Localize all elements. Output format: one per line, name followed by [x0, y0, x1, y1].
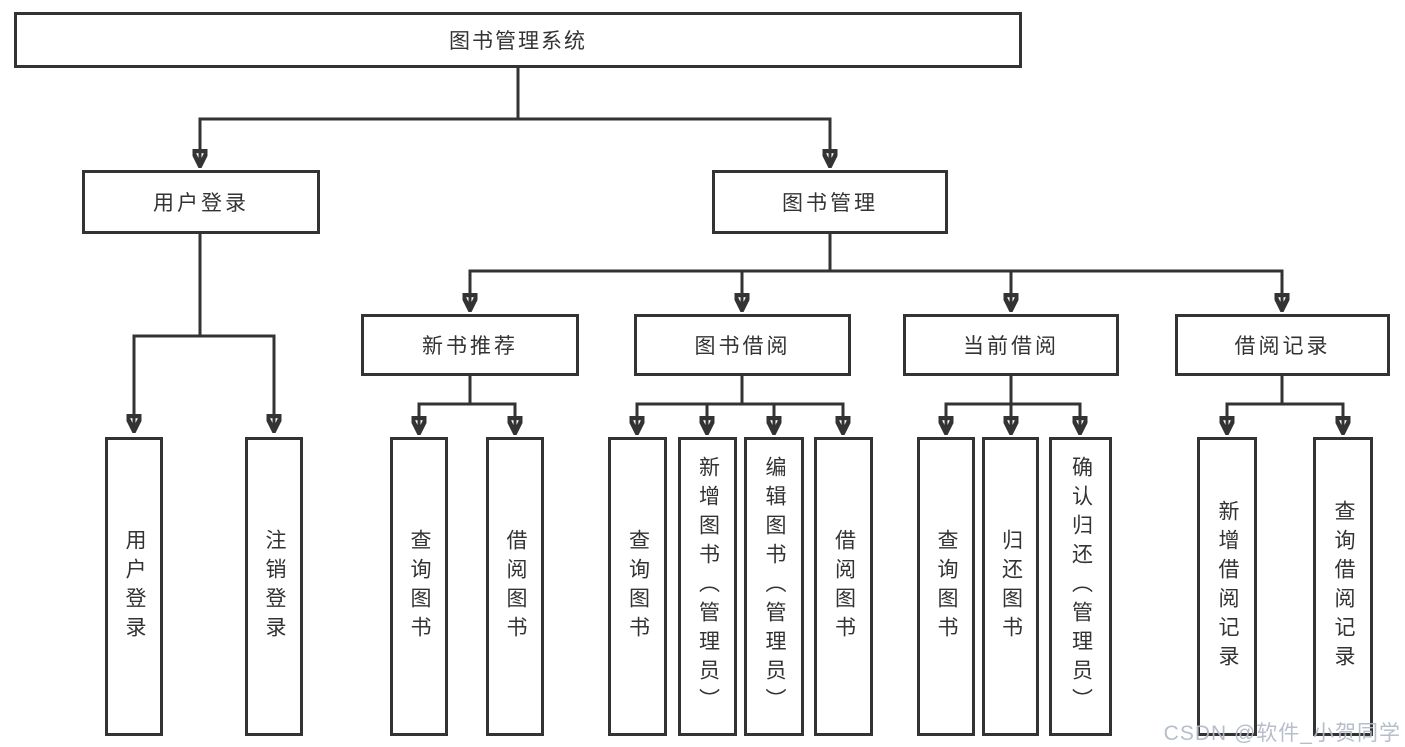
leaf-label: 查询借阅记录 [1332, 499, 1355, 674]
leaf-label: 查询图书 [408, 528, 431, 645]
node-current-borrowing: 当前借阅 [903, 314, 1119, 376]
leaf-label: 借阅图书 [504, 528, 527, 645]
leaf-add-books-admin: 新增图书（管理员） [678, 437, 737, 736]
leaf-return-books: 归还图书 [982, 437, 1039, 736]
leaf-borrow-books-borrowing: 借阅图书 [814, 437, 873, 736]
leaf-edit-books-admin: 编辑图书（管理员） [744, 437, 804, 736]
leaf-add-borrow-record: 新增借阅记录 [1197, 437, 1257, 736]
leaf-label: 借阅图书 [832, 528, 856, 645]
leaf-confirm-return-admin: 确认归还（管理员） [1049, 437, 1112, 736]
leaf-label: 确认归还（管理员） [1069, 456, 1093, 717]
node-label: 借阅记录 [1234, 335, 1331, 358]
leaf-label: 归还图书 [999, 528, 1023, 645]
leaf-logout: 注销登录 [245, 437, 303, 736]
leaf-query-books-borrowing: 查询图书 [608, 437, 667, 736]
csdn-watermark: CSDN @软件_小贺同学 [1163, 722, 1401, 745]
node-label: 当前借阅 [963, 335, 1059, 358]
node-new-book-recommend: 新书推荐 [361, 314, 579, 376]
leaf-label: 新增图书（管理员） [696, 456, 720, 717]
leaf-query-borrow-record: 查询借阅记录 [1313, 437, 1373, 736]
node-label: 新书推荐 [422, 335, 518, 358]
leaf-user-login: 用户登录 [105, 437, 163, 736]
node-label: 图书借阅 [694, 335, 791, 358]
leaf-label: 注销登录 [263, 528, 286, 645]
leaf-label: 编辑图书（管理员） [763, 456, 786, 717]
node-borrowing-records: 借阅记录 [1175, 314, 1390, 376]
leaf-borrow-books-recommend: 借阅图书 [486, 437, 544, 736]
node-label: 图书管理系统 [449, 30, 587, 53]
leaf-label: 新增借阅记录 [1216, 499, 1239, 674]
leaf-label: 查询图书 [626, 528, 650, 645]
leaf-query-books-current: 查询图书 [917, 437, 975, 736]
node-label: 用户登录 [153, 192, 249, 215]
node-book-management: 图书管理 [712, 170, 948, 234]
leaf-label: 查询图书 [935, 528, 958, 645]
node-user-login: 用户登录 [82, 170, 320, 234]
leaf-label: 用户登录 [123, 528, 146, 645]
leaf-query-books-recommend: 查询图书 [390, 437, 448, 736]
node-book-borrowing: 图书借阅 [634, 314, 851, 376]
node-library-management-system: 图书管理系统 [14, 12, 1022, 68]
node-label: 图书管理 [782, 192, 878, 215]
